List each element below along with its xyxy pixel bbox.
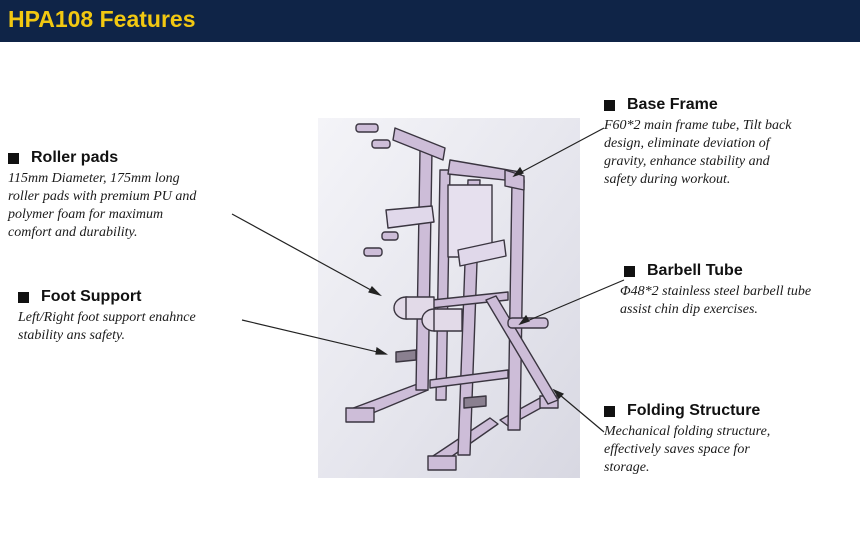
roller-pads-arrowhead [368,286,383,297]
feature-base-frame: Base Frame F60*2 main frame tube, Tilt b… [604,96,824,189]
description-line: gravity, enhance stability and [604,154,770,169]
description-line: Φ48*2 stainless steel barbell tube [620,284,812,299]
barbell-tube-leader-line [519,279,625,325]
machine-image [318,118,580,478]
feature-description: 115mm Diameter, 175mm long roller pads w… [8,170,268,242]
feature-description: Φ48*2 stainless steel barbell tube assis… [620,283,860,319]
description-line: Left/Right foot support enahnce [18,310,196,325]
description-line: design, eliminate deviation of [604,136,770,151]
barbell-tube-arrowhead [518,314,530,326]
base-frame-leader-line [513,127,605,177]
description-line: comfort and durability. [8,225,138,240]
description-line: storage. [604,460,650,475]
feature-title: Roller pads [31,149,119,166]
square-bullet-icon [8,152,19,164]
description-line: effectively saves space for [604,442,750,457]
base-frame-arrowhead [512,166,524,178]
roller-pads-leader-line [231,213,381,296]
description-line: safety during workout. [604,172,731,187]
feature-folding-structure: Folding Structure Mechanical folding str… [604,402,824,477]
feature-foot-support: Foot Support Left/Right foot support ena… [18,288,258,345]
square-bullet-icon [604,99,615,111]
feature-description: Mechanical folding structure, effectivel… [604,423,824,477]
feature-description: Left/Right foot support enahnce stabilit… [18,309,258,345]
square-bullet-icon [624,265,635,277]
feature-title: Barbell Tube [647,262,743,279]
folding-structure-leader-line [553,389,605,433]
feature-description: F60*2 main frame tube, Tilt back design,… [604,117,824,189]
foot-support-arrowhead [375,346,388,355]
square-bullet-icon [604,405,615,417]
feature-barbell-tube: Barbell Tube Φ48*2 stainless steel barbe… [620,262,860,319]
header-bar: HPA108 Features [0,0,860,42]
description-line: 115mm Diameter, 175mm long [8,171,180,186]
description-line: assist chin dip exercises. [620,302,758,317]
feature-title: Base Frame [627,96,718,113]
square-bullet-icon [18,291,29,303]
page-title: HPA108 Features [8,6,196,32]
description-line: roller pads with premium PU and [8,189,197,204]
description-line: stability ans safety. [18,328,125,343]
description-line: polymer foam for maximum [8,207,164,222]
foot-support-leader-line [241,319,387,355]
description-line: Mechanical folding structure, [604,424,771,439]
description-line: F60*2 main frame tube, Tilt back [604,118,792,133]
feature-roller-pads: Roller pads 115mm Diameter, 175mm long r… [8,149,268,242]
folding-structure-arrowhead [552,388,565,399]
feature-title: Foot Support [41,288,142,305]
feature-title: Folding Structure [627,402,761,419]
